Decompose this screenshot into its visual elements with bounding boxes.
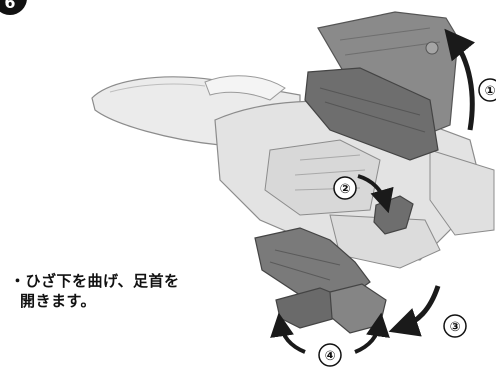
instruction-line-1: ・ひざ下を曲げ、足首を <box>10 272 180 290</box>
marker-1-label: ① <box>484 84 495 99</box>
marker-3-label: ③ <box>449 320 460 335</box>
arrow-2 <box>357 174 394 214</box>
marker-2: ② <box>333 176 357 200</box>
step-number-badge: 6 <box>0 0 27 15</box>
marker-4: ④ <box>318 343 342 367</box>
instruction-text: ・ひざ下を曲げ、足首を 開きます。 <box>10 271 179 311</box>
arrow-4-right <box>354 312 390 354</box>
marker-4-label: ④ <box>324 349 335 364</box>
step-number: 6 <box>4 0 15 12</box>
marker-3: ③ <box>443 314 467 338</box>
marker-2-label: ② <box>339 182 350 197</box>
arrow-3 <box>388 285 441 337</box>
arrow-1 <box>444 28 476 131</box>
tail-fin <box>304 11 459 161</box>
arrow-4-left <box>270 312 306 354</box>
marker-1: ① <box>478 78 496 102</box>
instruction-line-2: 開きます。 <box>20 292 97 310</box>
plane-body <box>91 75 495 269</box>
